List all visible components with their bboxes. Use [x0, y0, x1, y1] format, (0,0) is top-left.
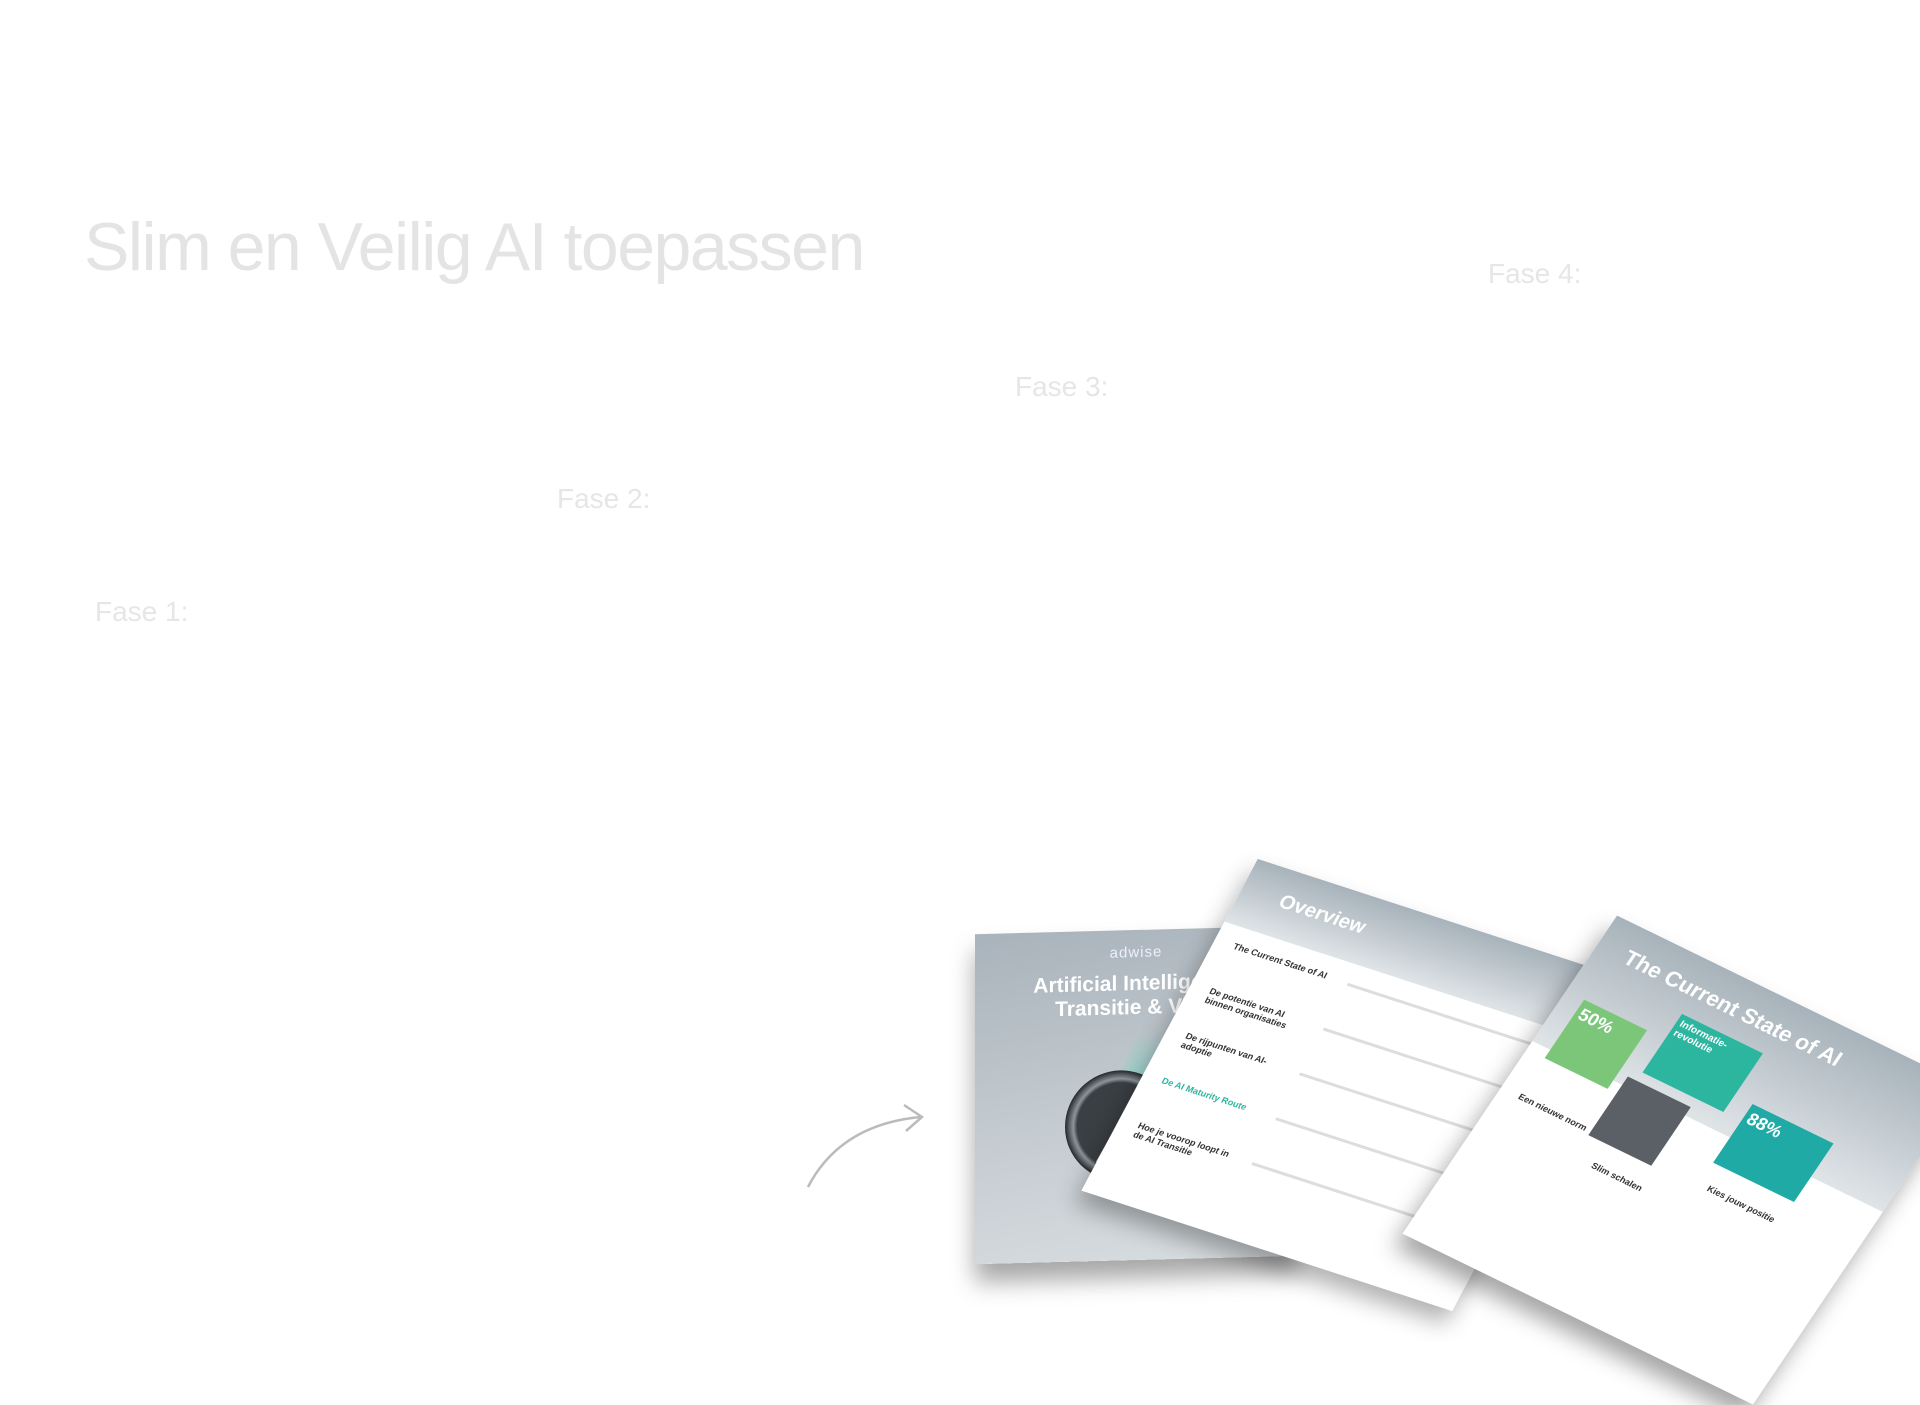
phase-3-label: Fase 3: — [1015, 371, 1109, 402]
overview-item: De potentie van AI binnen organisaties — [1202, 986, 1289, 1031]
overview-heading: Overview — [1274, 890, 1370, 939]
current-state-item: Kies jouw positie — [1705, 1183, 1777, 1225]
overview-item: Hoe je voorop loopt in de AI Transitie — [1131, 1120, 1232, 1159]
phase-4-label: Fase 4: — [1488, 258, 1582, 289]
current-state-item: Slim schalen — [1589, 1160, 1645, 1194]
phase-2-label: Fase 2: — [557, 483, 651, 514]
current-state-item: Een nieuwe norm — [1516, 1091, 1590, 1133]
overview-item: De AI Maturity Route — [1159, 1075, 1249, 1112]
brochure-spread: Overview The Current State of AI De pote… — [1081, 858, 1920, 1405]
arrow-icon — [806, 1103, 925, 1188]
overview-item: De rijpunten van AI-adoptie — [1179, 1030, 1270, 1067]
page-title: Slim en Veilig AI toepassen — [84, 209, 865, 285]
phase-1-label: Fase 1: — [95, 596, 189, 627]
